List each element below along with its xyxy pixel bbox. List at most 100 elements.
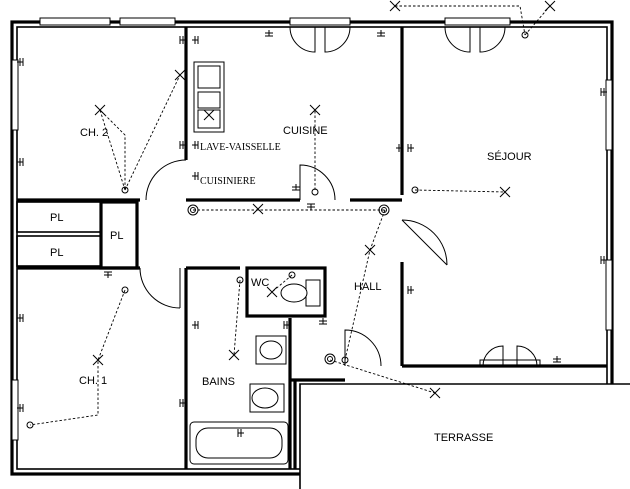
window-sejour-right-b xyxy=(605,259,613,331)
outlet-bains-1 xyxy=(192,321,199,329)
light-point-terrasse xyxy=(429,387,441,399)
label-sejour: SÉJOUR xyxy=(487,150,532,163)
french-door-sejour-left xyxy=(444,26,471,53)
outlet-ch1-2 xyxy=(17,314,24,322)
sink-drainer xyxy=(197,65,221,89)
outlet-sejour-1 xyxy=(407,144,414,152)
wc-walls xyxy=(245,266,327,318)
outlet-sejour-2 xyxy=(600,88,607,96)
light-point-outdoor-2 xyxy=(544,0,556,12)
labels: CH. 2 CH. 1 CUISINE SÉJOUR HALL BAINS WC… xyxy=(50,125,532,444)
label-lave-vaisselle: LAVE-VAISSELLE xyxy=(200,142,281,153)
sink-bowl-1 xyxy=(197,91,221,109)
switch-bains xyxy=(236,276,244,284)
window-cuisine xyxy=(289,17,351,26)
electrical-symbols xyxy=(17,0,607,437)
light-point-sejour xyxy=(499,186,511,198)
label-pl-bottom: PL xyxy=(50,247,63,259)
wire-outdoor xyxy=(395,5,526,36)
outlet-cuisiniere xyxy=(192,172,199,180)
outlet-sejour-5 xyxy=(553,356,561,363)
outlet-lave-vaisselle xyxy=(192,141,199,149)
light-point-ch2 xyxy=(94,104,106,116)
junction-box-hall-right xyxy=(378,204,390,216)
french-door-sejour-right xyxy=(479,26,506,53)
washbasin-bowl xyxy=(259,340,283,360)
wc-tank xyxy=(305,279,321,307)
french-door-terrasse-right xyxy=(516,345,538,367)
light-point-sink xyxy=(203,109,215,121)
switch-ch1-b xyxy=(26,421,34,429)
wire-bains xyxy=(233,279,241,356)
terrasse-area xyxy=(293,380,630,489)
light-point-hall-1 xyxy=(252,203,264,215)
outlet-ch2-3 xyxy=(179,36,186,44)
outlet-ch1-4 xyxy=(179,399,186,407)
light-point-outdoor-1 xyxy=(389,0,401,12)
wire-terrasse xyxy=(329,359,436,394)
light-point-bains xyxy=(228,349,240,361)
switch-entry xyxy=(341,356,349,364)
door-sejour xyxy=(401,219,448,266)
switch-wc xyxy=(288,271,296,279)
outlet-bains-2 xyxy=(283,321,290,329)
outlet-sejour-4 xyxy=(407,286,414,294)
fixtures xyxy=(189,61,321,465)
light-point-ch1 xyxy=(92,354,104,366)
label-cuisine: CUISINE xyxy=(283,125,328,137)
label-hall: HALL xyxy=(354,281,382,293)
label-ch2: CH. 2 xyxy=(80,127,108,139)
window-ch2-left xyxy=(11,59,19,131)
outlet-cuisine-5 xyxy=(292,184,300,191)
outlet-cuisine-1 xyxy=(192,36,199,44)
switch-cuisine xyxy=(311,188,319,196)
switch-sejour xyxy=(411,186,419,194)
label-pl-top: PL xyxy=(50,212,63,224)
outlet-cuisine-4 xyxy=(396,144,403,152)
outlet-ch2-1 xyxy=(17,58,24,66)
label-terrasse: TERRASSE xyxy=(434,432,493,444)
door-cuisine xyxy=(299,164,336,201)
bidet xyxy=(251,387,279,409)
outlet-ch2-4 xyxy=(179,141,186,149)
bathtub-inner xyxy=(195,427,283,459)
window-ch2-b xyxy=(119,17,176,26)
doors xyxy=(139,26,538,367)
terrasse-outline xyxy=(299,383,630,489)
sink-bowl-2 xyxy=(197,109,221,129)
junction-box-hall-left xyxy=(187,204,199,216)
outlet-ch1-1 xyxy=(104,271,112,278)
wire-ch2 xyxy=(99,109,126,191)
window-sejour-right xyxy=(605,79,613,151)
door-entry xyxy=(344,329,382,367)
label-cuisiniere: CUISINIERE xyxy=(200,176,256,187)
outlet-hall xyxy=(307,203,315,210)
switch-ch2 xyxy=(121,186,129,194)
label-pl-center: PL xyxy=(110,230,123,242)
window-sejour xyxy=(444,17,511,26)
wire-ch2-b xyxy=(124,74,181,191)
light-point-wc xyxy=(266,286,278,298)
door-ch1 xyxy=(139,267,181,309)
outlets xyxy=(17,30,607,437)
outlet-ch2-2 xyxy=(17,158,24,166)
terrasse-background xyxy=(300,384,630,489)
wire-ch1 xyxy=(29,289,126,426)
wire-sejour xyxy=(414,189,506,193)
light-point-cuisine xyxy=(309,104,321,116)
outlet-wc xyxy=(319,318,327,325)
outlet-ch1-3 xyxy=(17,404,24,412)
outlet-cuisine-3 xyxy=(377,30,385,37)
light-point-ch2-b xyxy=(174,69,186,81)
label-bains: BAINS xyxy=(202,376,235,388)
french-door-cuisine-right xyxy=(324,26,351,53)
french-door-cuisine-left xyxy=(289,26,316,53)
outlet-bains-3 xyxy=(237,429,244,437)
outlet-sejour-3 xyxy=(600,256,607,264)
door-sejour-leaf xyxy=(401,219,448,266)
french-door-terrasse-left xyxy=(482,345,504,367)
windows xyxy=(11,17,613,441)
switch-outdoor xyxy=(521,31,529,39)
door-ch2 xyxy=(145,159,187,201)
